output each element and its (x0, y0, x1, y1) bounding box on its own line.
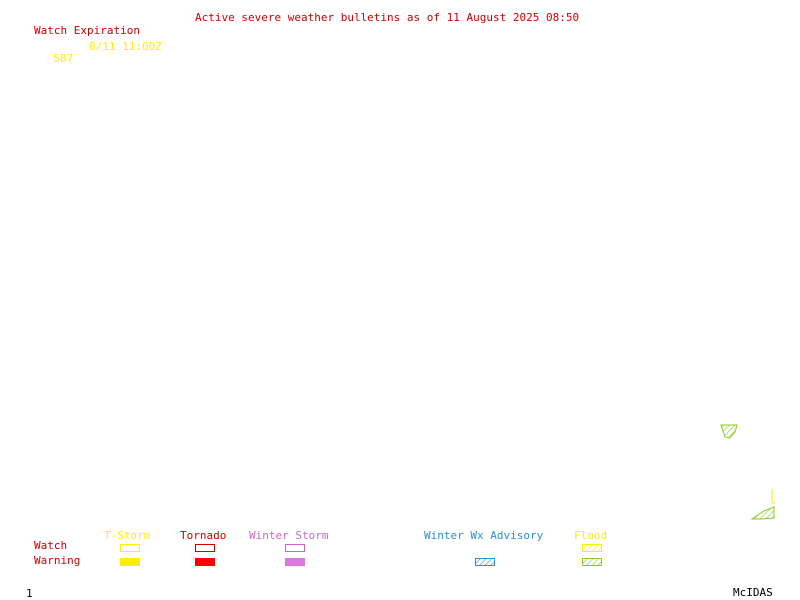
watch-row: 587 (40, 41, 73, 65)
legend-tornado-warning-swatch (195, 558, 215, 566)
frame-number: 1 (26, 587, 33, 600)
brand-label: McIDAS (733, 586, 773, 599)
legend-tornado-label: Tornado (180, 529, 227, 542)
bulletin-title: Active severe weather bulletins as of 11… (195, 11, 580, 24)
legend-winter-storm-watch-swatch (285, 544, 305, 552)
legend-flood-watch-swatch (582, 544, 602, 552)
watch-expiration-header: Watch Expiration (34, 24, 140, 37)
watch-id: 587 (53, 52, 74, 65)
watch-expiration-time: 8/11 11:00Z (89, 40, 162, 53)
legend-flood-label: Flood (574, 529, 608, 542)
legend-winter-storm-label: Winter Storm (249, 529, 329, 542)
flood-warning-area (750, 506, 775, 520)
legend-tstorm-label: T-Storm (104, 529, 151, 542)
flood-warning-area (720, 424, 738, 439)
flood-warning-area (771, 489, 775, 504)
legend-warning-label: Warning (34, 554, 81, 567)
legend-watch-label: Watch (34, 539, 68, 552)
legend-winter-wx-advisory-label: Winter Wx Advisory (424, 529, 544, 542)
legend-winter-wx-advisory-swatch (475, 558, 495, 566)
legend-tornado-watch-swatch (195, 544, 215, 552)
legend-winter-storm-warning-swatch (285, 558, 305, 566)
legend-tstorm-warning-swatch (120, 558, 140, 566)
legend-tstorm-watch-swatch (120, 544, 140, 552)
legend-flood-warning-swatch (582, 558, 602, 566)
